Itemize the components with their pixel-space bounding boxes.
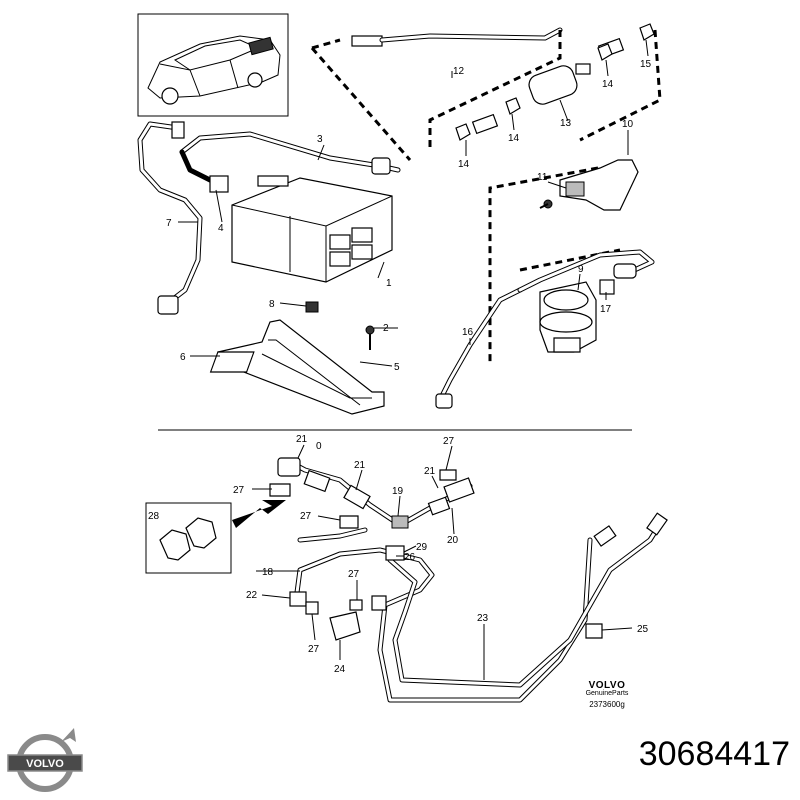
callout-5: 5 [394,362,400,373]
callout-27b: 27 [300,511,312,522]
part-number: 30684417 [638,735,790,773]
callout-9: 9 [578,264,584,275]
callout-28: 28 [148,511,160,522]
leader-lines [178,39,649,680]
filter-assembly [310,23,662,161]
callout-29: 29 [416,542,428,553]
callout-7: 7 [166,218,172,229]
charcoal-canister [231,175,393,283]
callout-20: 20 [447,535,459,546]
callout-2: 2 [383,323,389,334]
callout-16: 16 [462,327,474,338]
svg-text:VOLVO: VOLVO [26,758,64,770]
callout-8: 8 [269,299,275,310]
pressure-regulator-assembly [435,159,655,409]
callout-27c: 27 [443,436,455,447]
callout-12: 12 [453,66,465,77]
canister-bracket [209,301,385,415]
callout-27e: 27 [308,644,320,655]
lower-fuel-lines [269,457,668,703]
callout-22: 22 [246,590,258,601]
callout-21b: 21 [354,460,366,471]
callout-13: 13 [560,118,572,129]
callout-14a: 14 [458,159,470,170]
callout-14b: 14 [508,133,520,144]
drawing-code: 2373600g [589,700,625,709]
callout-26: 26 [404,552,416,563]
callout-23: 23 [477,613,489,624]
callout-17: 17 [600,304,612,315]
callout-11: 11 [537,172,548,183]
upper-hoses [137,121,401,315]
callout-15: 15 [640,59,652,70]
callout-0: 0 [316,441,322,452]
callout-1: 1 [386,278,392,289]
callout-4: 4 [218,223,224,234]
callout-18: 18 [262,567,274,578]
callout-10: 10 [622,119,634,130]
callout-6: 6 [180,352,186,363]
callout-21c: 21 [424,466,436,477]
genuine-parts-brand: VOLVO [588,680,626,691]
car-inset [137,13,289,117]
callout-19: 19 [392,486,404,497]
volvo-logo: VOLVO [7,728,83,792]
callout-24: 24 [334,664,346,675]
callout-27d: 27 [348,569,360,580]
callout-25: 25 [637,624,649,635]
callout-14c: 14 [602,79,614,90]
callout-21a: 21 [296,434,308,445]
callout-labels: 1 2 3 4 5 6 7 8 9 10 11 12 13 14 14 14 1… [148,59,652,675]
clip-detail [145,500,286,574]
callout-27a: 27 [233,485,245,496]
callout-3: 3 [317,134,323,145]
genuine-parts-label: GenuineParts [585,690,629,697]
